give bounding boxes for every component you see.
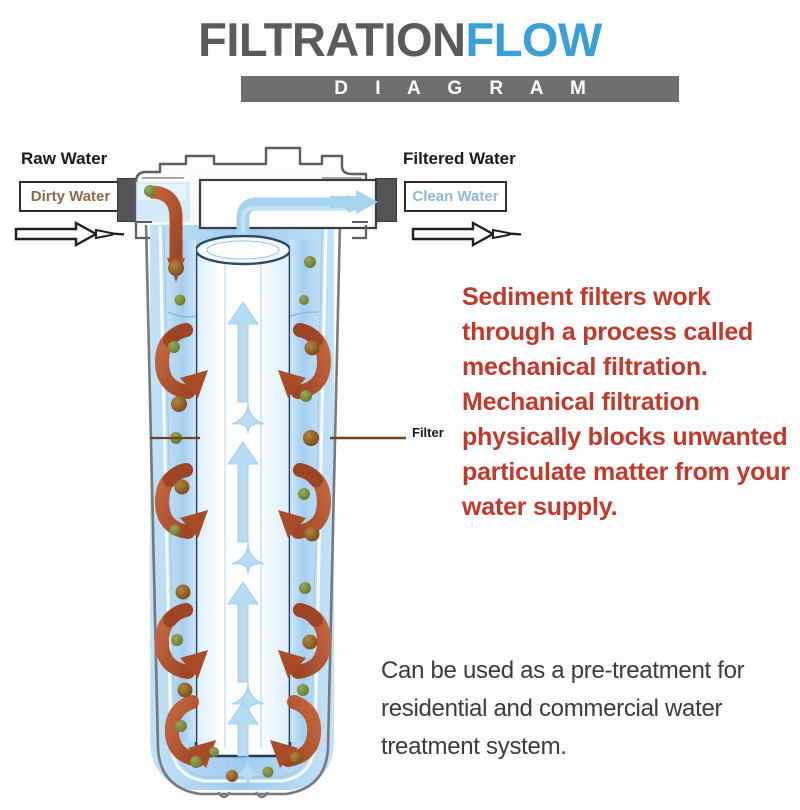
- filtered-water-label: Filtered Water: [403, 149, 516, 168]
- pretreatment-description: Can be used as a pre-treatment for resid…: [381, 657, 745, 760]
- diagram-subtitle-bar: D I A G R A M: [241, 76, 679, 102]
- inflow-arrow-icon: [14, 220, 125, 248]
- wordmark-flow: FLOW: [465, 13, 603, 66]
- sediment-particle: [144, 185, 156, 197]
- clean-water-exit-arrow: [330, 190, 378, 214]
- sediment-filter-description: Sediment filters work through a process …: [462, 283, 790, 521]
- outflow-arrow-icon: [411, 220, 522, 248]
- dirty-water-tag: Dirty Water: [19, 181, 122, 212]
- header: FILTRATIONFLOW D I A G R A M: [0, 8, 800, 104]
- clean-water-tag: Clean Water: [404, 181, 507, 212]
- diagram-subtitle-text: D I A G R A M: [334, 78, 597, 99]
- wordmark: FILTRATIONFLOW: [0, 14, 800, 66]
- filter-callout-leader: [150, 430, 406, 446]
- raw-water-label: Raw Water: [21, 149, 108, 168]
- wordmark-filtration: FILTRATION: [198, 13, 466, 66]
- sediment-particles: [168, 256, 320, 782]
- filter-callout-label: Filter: [412, 425, 444, 440]
- clean-water-riser-arrows: [227, 301, 265, 787]
